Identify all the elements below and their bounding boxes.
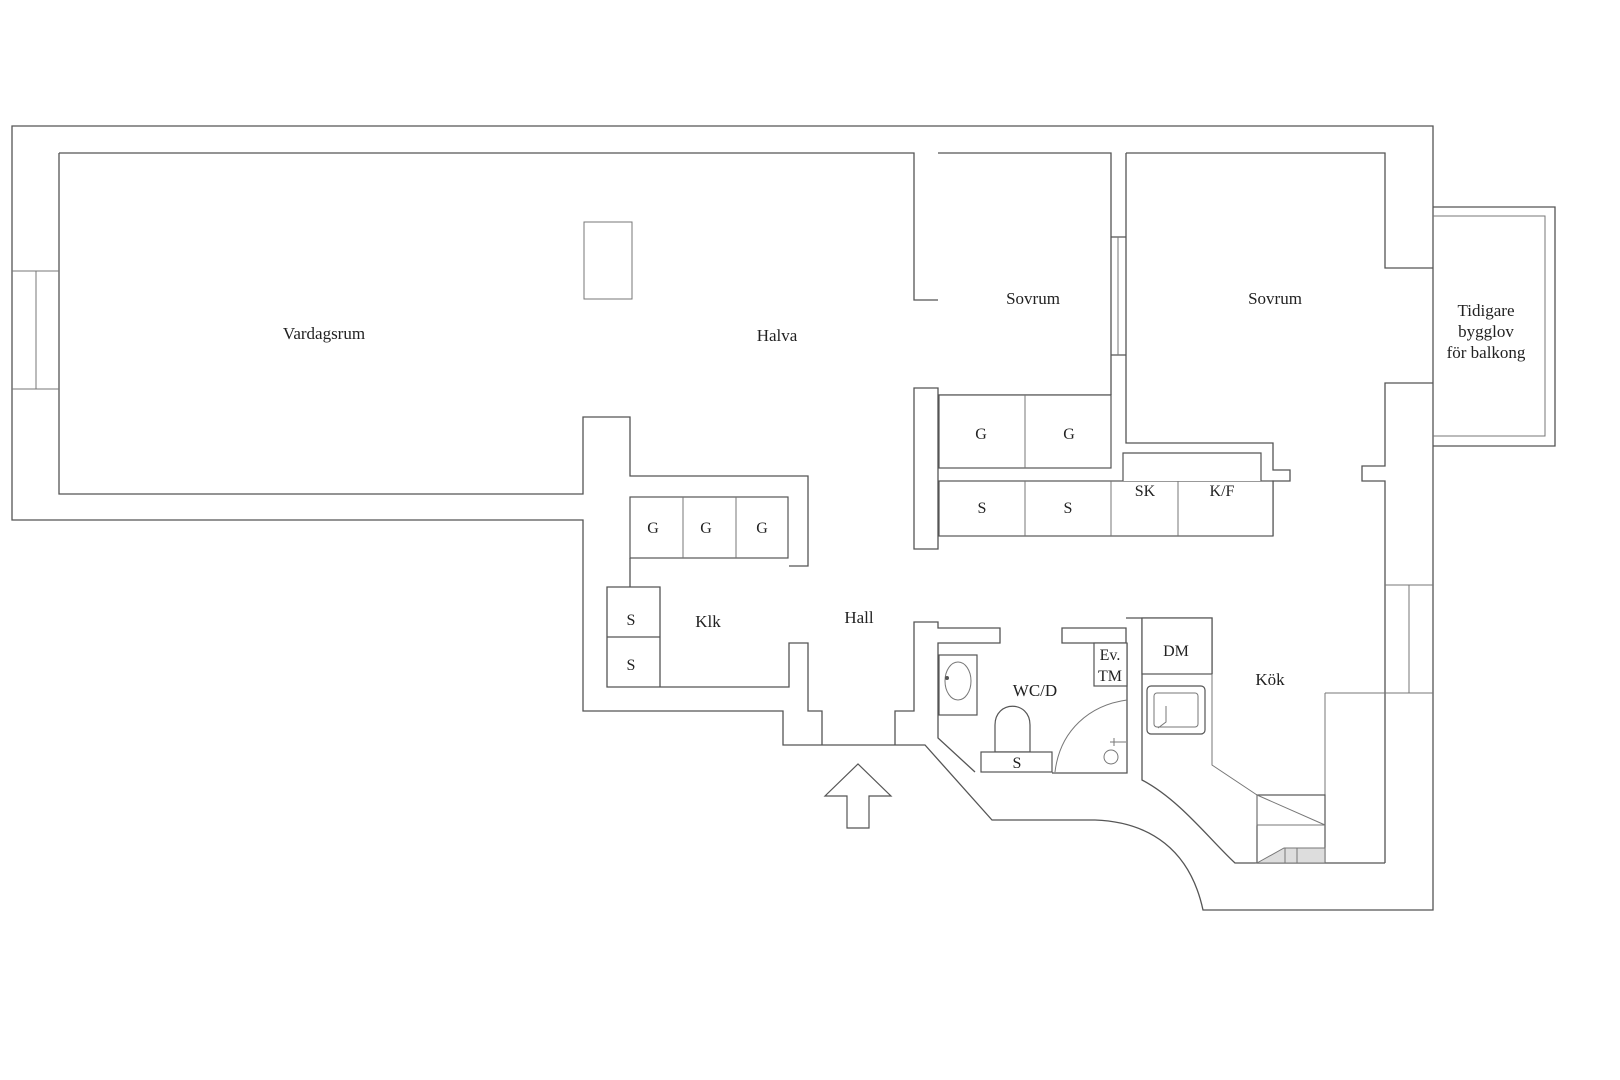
label-ev: Ev. xyxy=(1100,647,1121,664)
label-g-1: G xyxy=(975,426,987,443)
wall-hall-left xyxy=(913,387,939,550)
label-s-3: S xyxy=(627,612,636,629)
label-g-2: G xyxy=(1063,426,1075,443)
label-g-4: G xyxy=(700,520,712,537)
window-kok xyxy=(1385,584,1433,693)
wall-sovrum-2 xyxy=(1125,152,1433,863)
label-s-2: S xyxy=(1064,500,1073,517)
label-s-5: S xyxy=(1013,755,1022,772)
label-halva: Halva xyxy=(757,326,798,345)
window-left xyxy=(12,270,59,390)
storage-row xyxy=(938,452,1274,537)
label-tm: TM xyxy=(1098,668,1122,685)
shower-icon xyxy=(1103,738,1126,765)
label-s-4: S xyxy=(627,657,636,674)
sink-icon xyxy=(938,654,978,716)
wall-klk xyxy=(606,558,823,745)
wall-vardagsrum xyxy=(58,152,938,567)
door-wc xyxy=(1054,699,1128,773)
label-sovrum-1: Sovrum xyxy=(1006,289,1060,308)
label-hall: Hall xyxy=(844,608,874,627)
chimney xyxy=(583,221,633,300)
balkong xyxy=(1433,206,1556,447)
label-kf: K/F xyxy=(1210,483,1235,500)
label-wcd: WC/D xyxy=(1013,681,1057,700)
label-g-3: G xyxy=(647,520,659,537)
label-sovrum-2: Sovrum xyxy=(1248,289,1302,308)
label-balkong-1: Tidigare xyxy=(1458,301,1515,320)
stove-icon xyxy=(1255,794,1326,864)
label-g-5: G xyxy=(756,520,768,537)
label-balkong-3: för balkong xyxy=(1447,343,1526,362)
label-vardagsrum: Vardagsrum xyxy=(283,324,365,343)
wardrobes-hall xyxy=(629,496,789,559)
label-dm: DM xyxy=(1163,643,1189,660)
wall-sovrum-1 xyxy=(938,152,1126,396)
label-kok: Kök xyxy=(1255,670,1285,689)
label-klk: Klk xyxy=(695,612,721,631)
label-s-1: S xyxy=(978,500,987,517)
wardrobes-top xyxy=(938,394,1112,469)
label-balkong-2: bygglov xyxy=(1458,322,1514,341)
entrance-arrow-icon xyxy=(823,763,893,829)
washing-machine-box xyxy=(1093,642,1128,687)
dishwasher xyxy=(1141,617,1213,675)
toilet-icon xyxy=(980,705,1053,773)
label-sk: SK xyxy=(1135,483,1156,500)
kitchen-sink-icon xyxy=(1146,685,1206,735)
wall-hall-right xyxy=(894,621,1001,773)
outer-wall xyxy=(11,125,1434,911)
